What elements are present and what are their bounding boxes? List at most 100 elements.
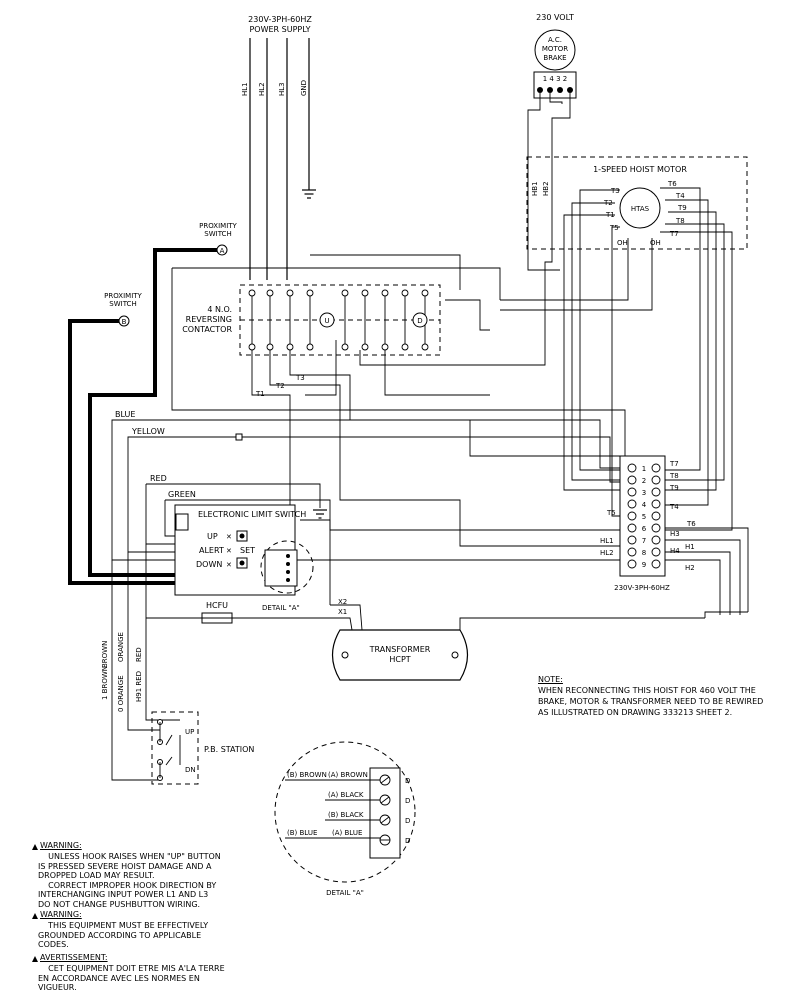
terminal-label-t9: T9 (669, 484, 679, 492)
control-wires (111, 419, 620, 561)
line-label-hl3: HL3 (278, 82, 286, 96)
brake-terminals (537, 87, 573, 93)
detail-a-circle-marker (260, 540, 314, 594)
transformer-x2: X2 (338, 598, 347, 606)
hoist-motor-title: 1-SPEED HOIST MOTOR (593, 165, 687, 174)
terminal-number-2: 2 (642, 477, 646, 485)
yellow-wire-splice (235, 433, 243, 441)
line-label-hl2: HL2 (258, 82, 266, 96)
terminal-label-t7: T7 (669, 460, 679, 468)
limit-switch-down-led: DOWN (196, 560, 222, 569)
warning-1-text: UNLESS HOOK RAISES WHEN "UP" BUTTON IS P… (38, 852, 221, 909)
contactor-label-2: REVERSING (186, 315, 232, 324)
terminal-label-t6: T6 (686, 520, 696, 528)
pendant-wire-brown: BROWN (101, 641, 109, 668)
pb-dn-label: DN (185, 766, 196, 774)
pb-up-label: UP (185, 728, 194, 736)
power-supply-lines (249, 38, 310, 280)
wire-label-yellow: YELLOW (131, 427, 165, 436)
detail-a-a-brown: (A) BROWN (328, 771, 368, 779)
transformer (331, 629, 469, 681)
brake-terminal-numbers: 1 4 3 2 (543, 75, 568, 83)
prox-b-label-2: SWITCH (109, 300, 136, 308)
brake-text-motor: MOTOR (542, 45, 568, 53)
transformer-label: TRANSFORMER (369, 645, 431, 654)
note-title: NOTE: (538, 675, 563, 684)
pendant-wire-0-orange: 0 ORANGE (117, 675, 125, 712)
terminal-number-9: 9 (642, 561, 646, 569)
transformer-mount-left (341, 651, 349, 659)
warning-2-text: THIS EQUIPMENT MUST BE EFFECTIVELY GROUN… (38, 921, 209, 949)
terminal-number-1: 1 (642, 465, 646, 473)
motor-terminal-oh-left: OH (617, 239, 628, 247)
terminal-number-6: 6 (642, 525, 647, 533)
fuse-label: HCFU (206, 601, 228, 610)
contactor-output-t1: T1 (255, 390, 265, 398)
terminal-number-4: 4 (642, 501, 647, 509)
motor-terminal-t6: T6 (667, 180, 677, 188)
pb-station-contacts (157, 719, 181, 781)
pendant-wire-h91-red: H91 RED (135, 671, 143, 702)
brake-text-brake: BRAKE (543, 54, 566, 62)
contactor-label-1: 4 N.O. (207, 305, 232, 314)
terminal-number-5: 5 (642, 513, 646, 521)
limit-switch-ground-symbol (313, 509, 327, 519)
motor-terminal-t7: T7 (669, 230, 679, 238)
motor-leads (500, 187, 733, 531)
terminal-label-h2: H2 (685, 564, 695, 572)
coil-d-label: D (417, 317, 422, 325)
coil-u-label: U (324, 317, 329, 325)
hoist-motor-box (526, 156, 748, 250)
detail-a-b-black: (B) BLACK (328, 811, 364, 819)
warning-2-title: WARNING: (40, 910, 82, 919)
warning-triangle-icon-2 (32, 913, 38, 919)
limit-switch-up-led: UP (207, 532, 218, 541)
prox-a-tag: A (220, 247, 225, 255)
brake-text-ac: A.C. (548, 36, 562, 44)
terminal-label-h3: H3 (670, 530, 680, 538)
detail-a-d4: D (405, 837, 410, 845)
pb-station (151, 711, 199, 785)
transformer-secondary-leads (146, 519, 363, 631)
detail-a-b-blue: (B) BLUE (287, 829, 317, 837)
prox-a-label-2: SWITCH (204, 230, 231, 238)
contactor-coil-d (412, 312, 428, 328)
brake-leads (359, 93, 571, 366)
detail-a-d1: D (405, 777, 410, 785)
detail-a-leads (285, 779, 380, 839)
contactor-output-t3: T3 (295, 374, 305, 382)
contactor-coil-u (319, 312, 335, 328)
terminal-label-hl1: HL1 (600, 537, 614, 545)
note-line-3: AS ILLUSTRATED ON DRAWING 333213 SHEET 2… (538, 708, 733, 717)
wire-label-red: RED (150, 474, 167, 483)
terminal-label-t5: T5 (606, 509, 616, 517)
contactor-output-t2: T2 (275, 382, 285, 390)
warning-1-title: WARNING: (40, 841, 82, 850)
motor-terminal-oh-right: OH (650, 239, 661, 247)
terminal-label-t8: T8 (669, 472, 679, 480)
warning-triangle-icon-1 (32, 844, 38, 850)
terminal-number-8: 8 (642, 549, 646, 557)
terminal-label-hl2: HL2 (600, 549, 614, 557)
ground-symbol (302, 189, 316, 199)
pendant-wires (111, 544, 180, 781)
power-supply-voltage: 230V-3PH-60HZ (248, 15, 312, 24)
line-label-hl1: HL1 (241, 82, 249, 96)
warning-3-title: AVERTISSEMENT: (40, 953, 108, 962)
detail-a-d2: D (405, 797, 410, 805)
transformer-id: HCPT (389, 655, 410, 664)
brake-symbol (534, 29, 576, 71)
pendant-wire-orange: ORANGE (117, 632, 125, 662)
contactor-label-3: CONTACTOR (182, 325, 232, 334)
detail-a-circle (274, 741, 416, 883)
set-button-dot-icon (239, 533, 245, 539)
limit-switch-terminals (264, 549, 298, 587)
terminal-block-supply-label: 230V-3PH-60HZ (614, 584, 670, 592)
prox-b-tag: B (122, 318, 127, 326)
terminal-label-h4: H4 (670, 547, 680, 555)
down-led-icon: ✕ (226, 561, 232, 569)
power-supply-label: POWER SUPPLY (249, 25, 310, 34)
contactor-contacts (248, 289, 429, 351)
limit-switch-connector (175, 513, 189, 531)
prox-b-label-1: PROXIMITY (104, 292, 142, 300)
